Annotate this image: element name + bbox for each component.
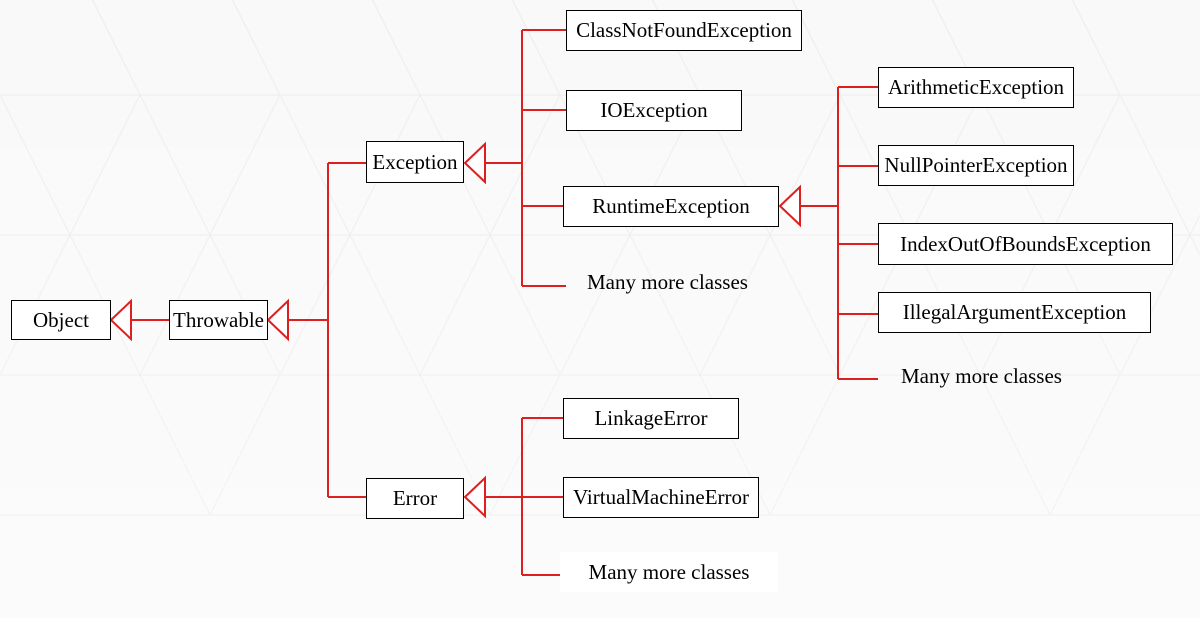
node-linkage-error: LinkageError: [563, 398, 739, 439]
node-null-pointer-exception: NullPointerException: [878, 145, 1074, 186]
inheritance-arrow-error: [463, 475, 486, 519]
inheritance-arrow-exception-error-throwable: [266, 298, 289, 342]
inheritance-arrow-runtimeexception: [778, 184, 801, 228]
node-arithmetic-exception: ArithmeticException: [878, 67, 1074, 108]
node-error: Error: [366, 478, 464, 519]
node-index-out-of-bounds-exception: IndexOutOfBoundsException: [878, 223, 1173, 265]
exception-many-more-classes: Many more classes: [587, 270, 748, 294]
node-object: Object: [11, 300, 111, 340]
node-illegal-argument-exception: IllegalArgumentException: [878, 292, 1151, 333]
runtime-many-more-classes: Many more classes: [901, 364, 1062, 388]
node-exception: Exception: [366, 141, 464, 183]
node-runtime-exception: RuntimeException: [563, 186, 779, 227]
error-many-more-classes: Many more classes: [560, 552, 778, 592]
inheritance-arrow-throwable-object: [109, 298, 132, 342]
node-throwable: Throwable: [169, 300, 268, 340]
node-virtual-machine-error: VirtualMachineError: [563, 477, 759, 518]
node-class-not-found-exception: ClassNotFoundException: [566, 10, 802, 51]
node-io-exception: IOException: [566, 90, 742, 131]
inheritance-arrow-exception: [463, 141, 486, 185]
